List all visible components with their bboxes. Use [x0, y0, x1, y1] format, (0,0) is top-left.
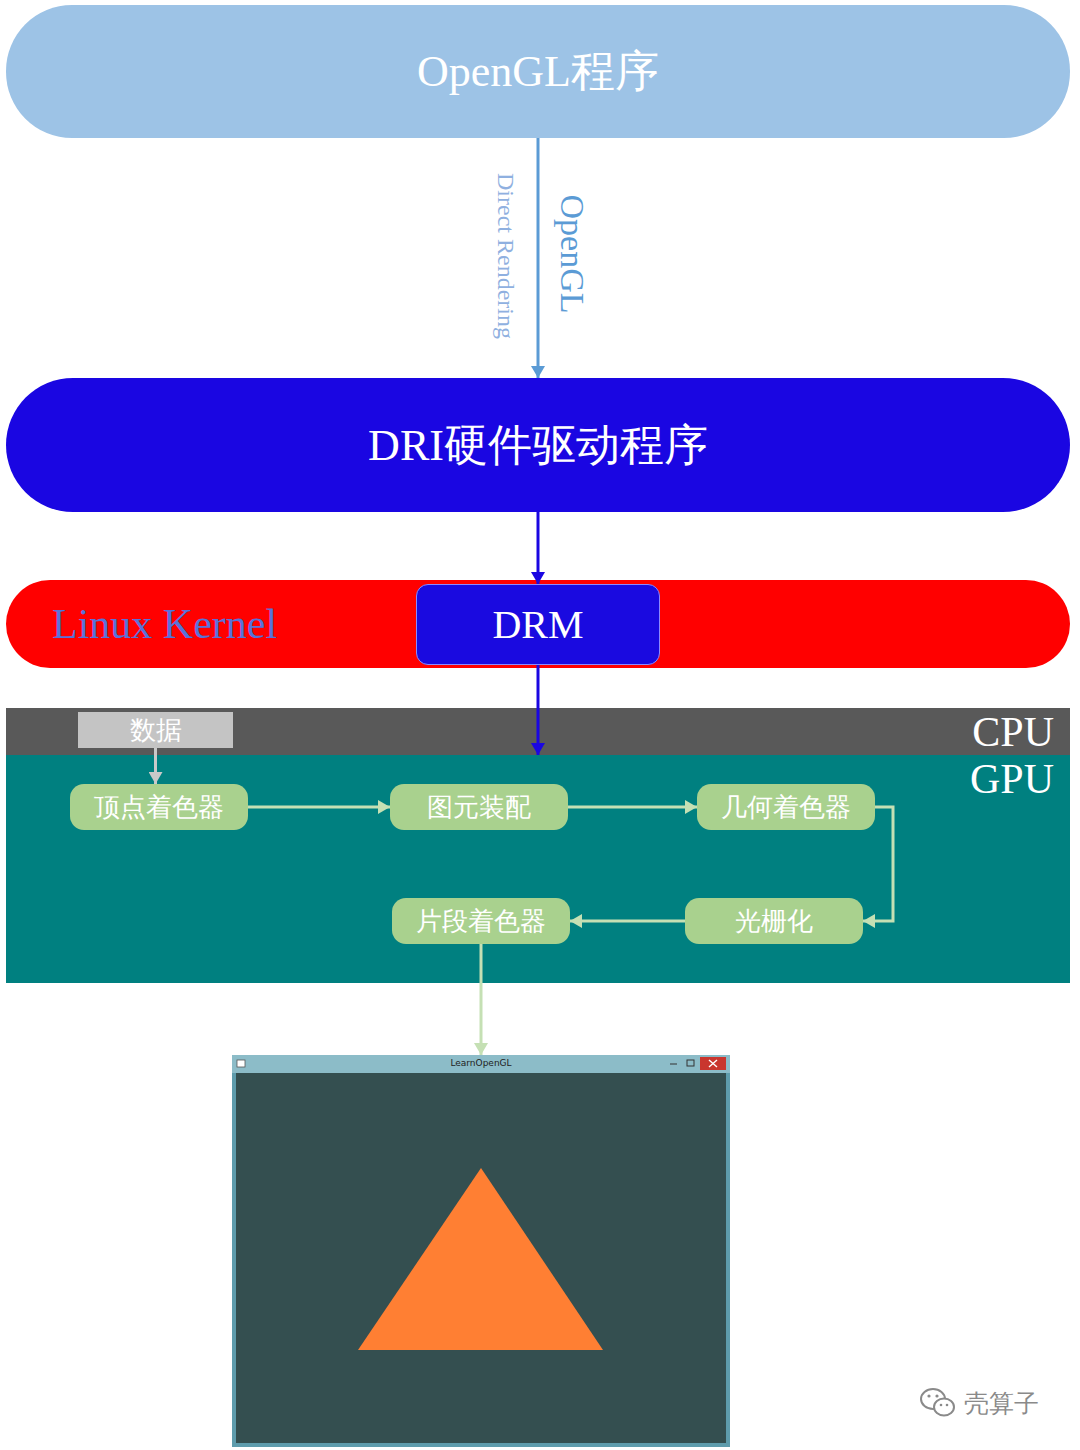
- stage-box: 几何着色器: [697, 784, 875, 830]
- data-box: 数据: [78, 712, 233, 748]
- connector-arrow: [570, 920, 685, 923]
- stage-box: 顶点着色器: [70, 784, 248, 830]
- stage-box: 光栅化: [685, 898, 863, 944]
- window-frame: LearnOpenGL: [232, 1055, 730, 1447]
- connector-arrow: [537, 512, 540, 584]
- node-text: DRI硬件驱动程序: [368, 416, 708, 475]
- connector-arrow: [480, 944, 483, 1055]
- connector-arrow: [568, 806, 697, 809]
- drm-box: DRM: [416, 584, 660, 665]
- node-text: 顶点着色器: [94, 790, 224, 825]
- connector-arrow: [154, 748, 157, 784]
- connector-arrow: [863, 807, 893, 921]
- node-text: Linux Kernel: [52, 600, 277, 648]
- rotated-label: Direct Rendering: [492, 173, 519, 339]
- connector-arrow: [537, 138, 540, 378]
- node-text: GPU: [970, 755, 1054, 803]
- stage-box: 图元装配: [390, 784, 568, 830]
- node-text: CPU: [972, 708, 1054, 756]
- node-text: 光栅化: [735, 904, 813, 939]
- kernel-band: Linux Kernel DRM: [6, 580, 1070, 668]
- wechat-icon: [918, 1386, 958, 1420]
- watermark: 壳算子: [964, 1387, 1039, 1420]
- node-text: 几何着色器: [721, 790, 851, 825]
- window-illustration: [232, 1055, 730, 1447]
- stage-box: 片段着色器: [392, 898, 570, 944]
- node-text: 数据: [130, 713, 182, 748]
- node-text: 图元装配: [427, 790, 531, 825]
- driver-pill: DRI硬件驱动程序: [6, 378, 1070, 512]
- gpu-band: GPU 顶点着色器 图元装配 几何着色器片段着色器 光栅化: [6, 755, 1070, 983]
- edge-label: OpenGL: [553, 195, 591, 314]
- node-text: OpenGL程序: [417, 42, 659, 101]
- node-text: DRM: [492, 601, 583, 648]
- node-text: 片段着色器: [416, 904, 546, 939]
- node-text: LearnOpenGL: [450, 1058, 511, 1068]
- connector-arrow: [248, 806, 390, 809]
- program-pill: OpenGL程序: [6, 5, 1070, 138]
- connector-arrow: [537, 665, 540, 755]
